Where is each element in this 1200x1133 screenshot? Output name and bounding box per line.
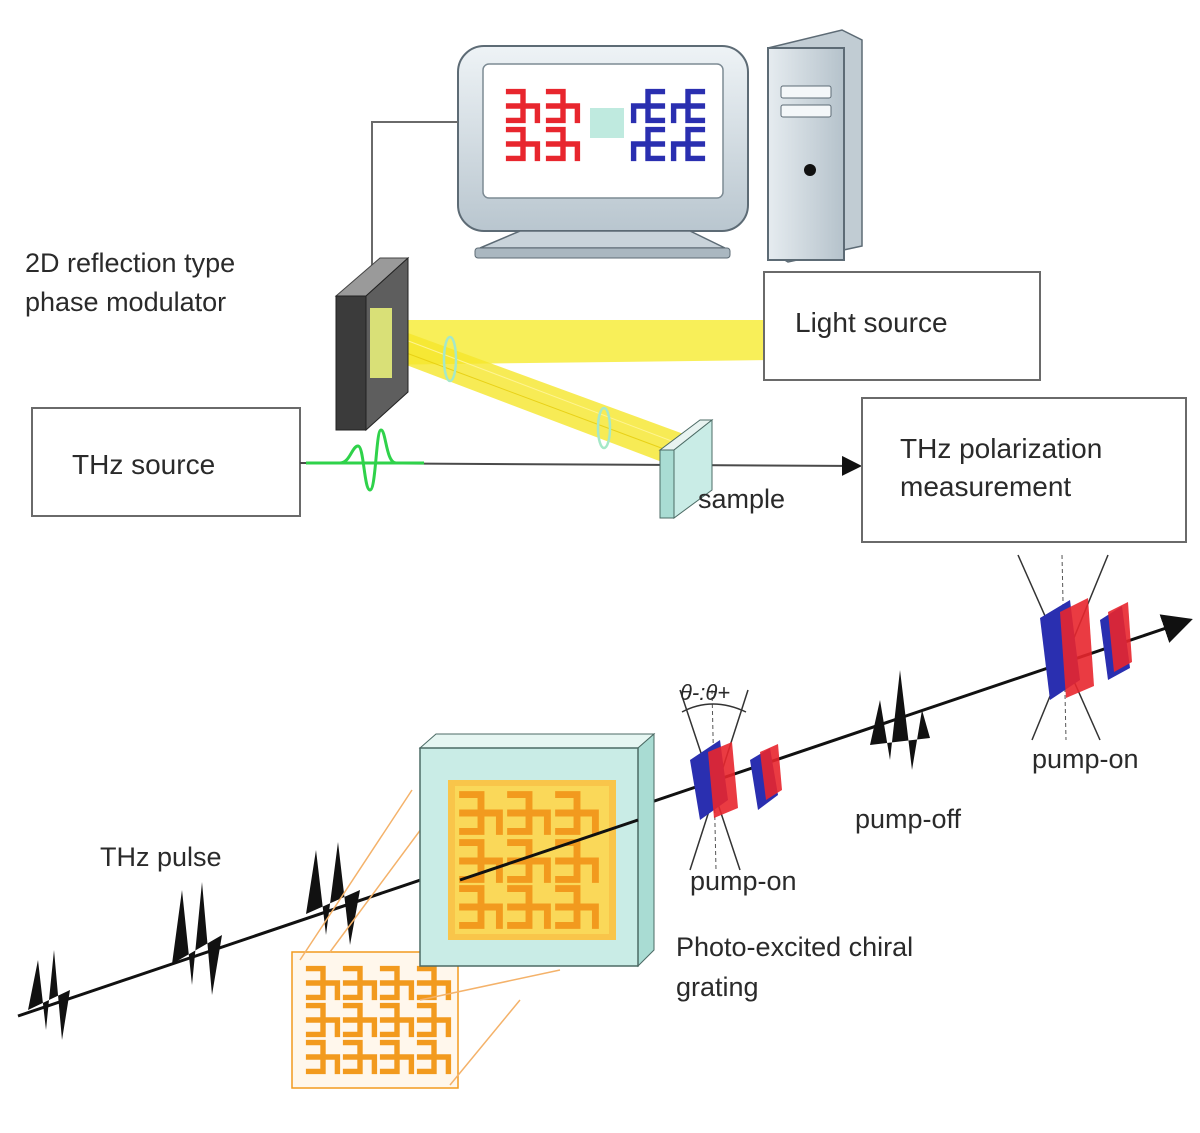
control-cable xyxy=(371,121,458,268)
grating-pattern-large xyxy=(463,795,596,926)
computer-monitor-icon xyxy=(457,45,749,259)
pump-off-pulse xyxy=(870,670,930,770)
polarization-measurement-box xyxy=(861,397,1187,543)
polarization-cone-1 xyxy=(679,689,782,871)
grating-label-line2: grating xyxy=(676,972,759,1002)
computer-tower-icon xyxy=(767,29,863,263)
modulator-label-line2: phase modulator xyxy=(25,287,226,317)
pump-off-label: pump-off xyxy=(855,804,962,834)
grating-label-line1: Photo-excited chiral xyxy=(676,932,913,962)
thz-source-label: THz source xyxy=(72,449,215,480)
polarization-label-line2: measurement xyxy=(900,471,1071,502)
light-source-box xyxy=(763,271,1041,381)
thz-pulse-label: THz pulse xyxy=(100,842,222,872)
polarization-label-line1: THz polarization xyxy=(900,433,1102,464)
lens-1 xyxy=(442,335,458,383)
thz-green-pulse xyxy=(339,428,397,492)
modulator-label-line1: 2D reflection type xyxy=(25,248,235,278)
light-beam-horizontal xyxy=(374,320,770,365)
pump-on-label-2: pump-on xyxy=(1032,744,1139,774)
light-source-label: Light source xyxy=(795,307,948,338)
thz-source-box xyxy=(31,407,301,517)
pump-on-label-1: pump-on xyxy=(690,866,797,896)
sample-plate xyxy=(658,418,714,519)
chiral-grating-block xyxy=(418,732,656,968)
lens-2 xyxy=(596,406,612,450)
thz-pulse-train xyxy=(28,842,360,1040)
phase-modulator xyxy=(334,256,410,432)
sample-label: sample xyxy=(698,484,785,514)
angle-label: θ-:θ+ xyxy=(680,680,730,705)
polarization-cone-2 xyxy=(1017,554,1132,741)
light-beam-diagonal xyxy=(372,322,700,462)
